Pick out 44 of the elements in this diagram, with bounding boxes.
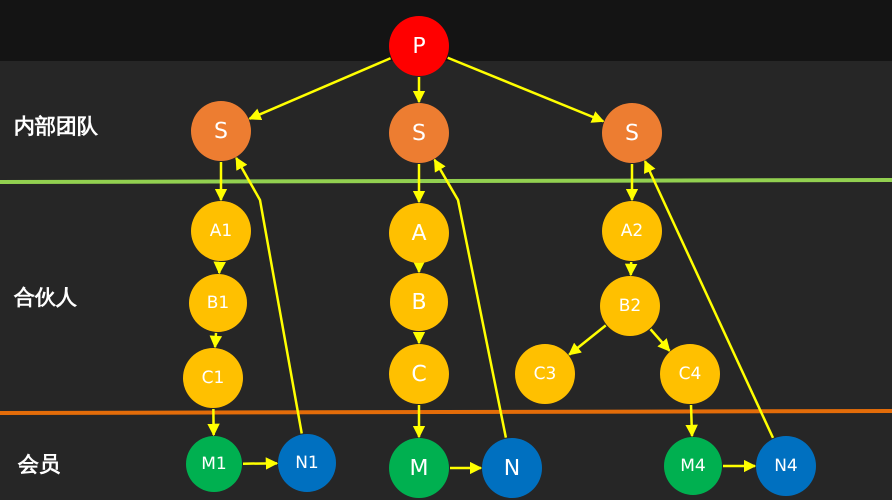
circle-node: N4 [756, 436, 816, 496]
arrow [207, 408, 220, 436]
arrow [723, 460, 756, 472]
circle-node: C3 [515, 344, 575, 404]
arrow [412, 77, 426, 104]
arrow [447, 56, 604, 123]
arrow [248, 57, 391, 120]
circle-node: C [389, 344, 449, 404]
arrow [626, 164, 638, 202]
circle-node: S [389, 103, 449, 163]
arrow [412, 405, 426, 438]
circle-node: S [191, 101, 251, 161]
circle-node: S [602, 103, 662, 163]
arrow [412, 164, 426, 204]
circle-node: B [390, 273, 448, 331]
arrow [235, 156, 303, 434]
tier-label: 合伙人 [14, 284, 77, 311]
arrow [213, 262, 226, 274]
circle-node: C1 [183, 348, 243, 408]
circle-node: B2 [600, 276, 660, 336]
arrow [434, 158, 508, 438]
circle-node: A [389, 203, 449, 263]
arrow [412, 332, 426, 344]
circle-node: B1 [189, 274, 247, 332]
tier-label: 内部团队 [14, 113, 98, 140]
circle-node: N1 [278, 434, 336, 492]
arrow [214, 162, 228, 202]
circle-node: C4 [660, 344, 720, 404]
arrow [568, 324, 607, 356]
circle-node: M [389, 438, 449, 498]
circle-node: M1 [186, 436, 242, 492]
circle-node: N [482, 438, 542, 498]
circle-node: M4 [664, 437, 722, 495]
arrow [412, 260, 426, 274]
arrow [624, 262, 638, 276]
tier-label: 会员 [18, 451, 60, 478]
circle-node: A2 [602, 201, 662, 261]
circle-node: A1 [191, 201, 251, 261]
arrow [242, 457, 278, 470]
arrow [644, 160, 774, 438]
arrow [210, 332, 222, 348]
arrow [685, 404, 698, 438]
arrow [650, 328, 670, 352]
arrow [450, 462, 482, 474]
